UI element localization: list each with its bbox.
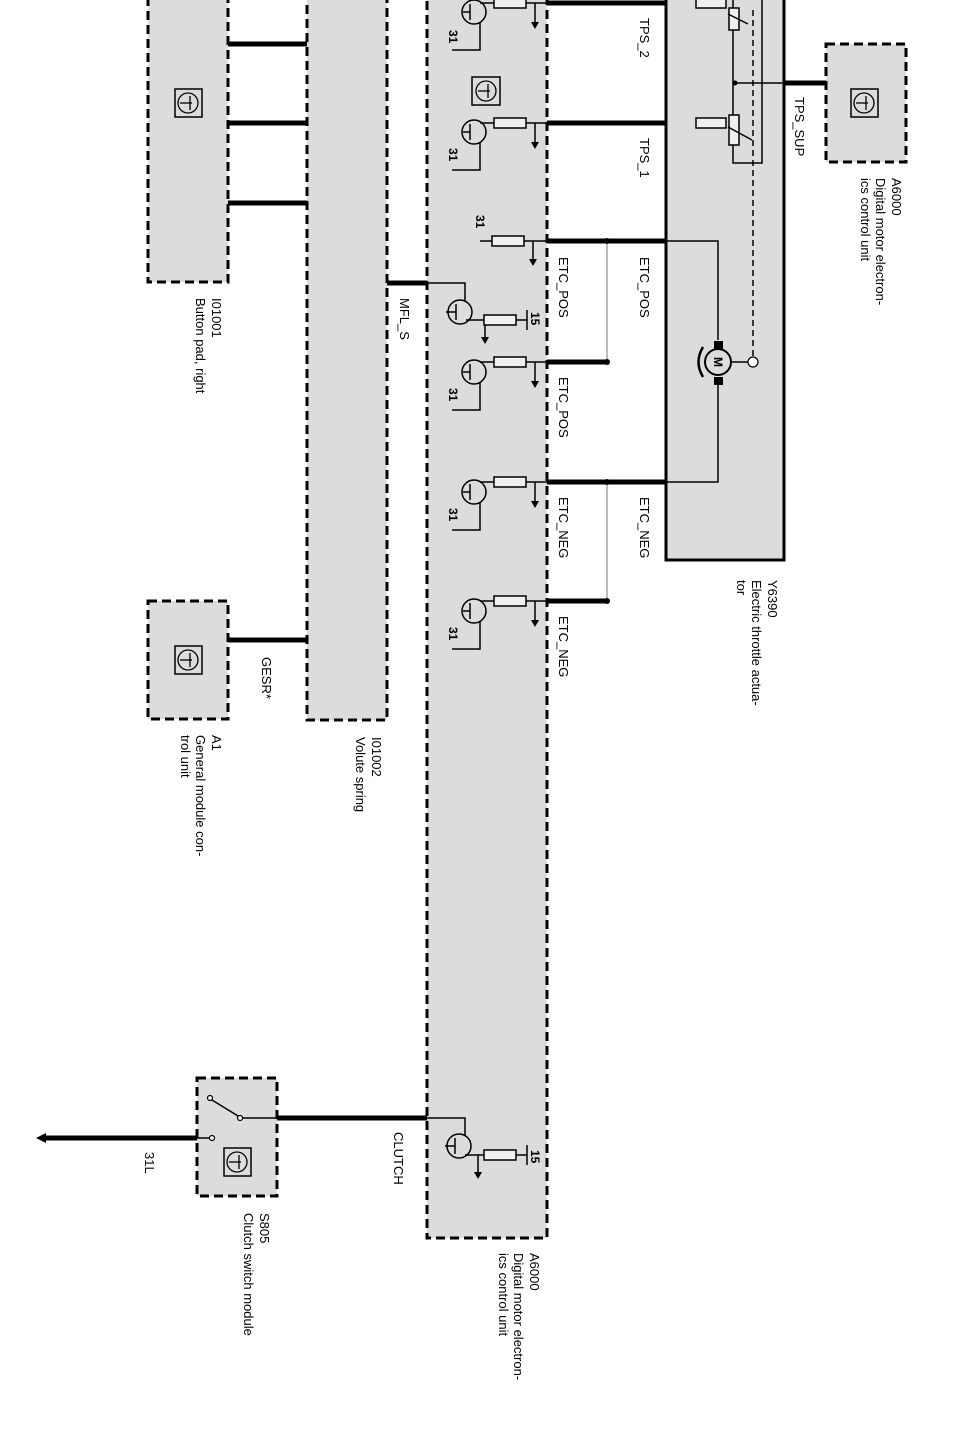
transistor-stage-tps2: 31: [446, 0, 547, 51]
motor-icon: M: [697, 341, 759, 385]
signal-mfl-s: MFL_S: [397, 298, 412, 340]
a6000-main-desc-2: ics control unit: [496, 1253, 511, 1336]
pin-31: 31: [446, 30, 460, 44]
i01001-desc: Button pad, right: [193, 298, 208, 394]
transistor-stage-clutch: 15: [427, 1117, 542, 1179]
control-unit-icon: [471, 76, 501, 106]
transistor-stage-mfl-s: 15: [427, 282, 542, 344]
a1-code: A1: [209, 735, 224, 751]
y6390-desc: Electric throttle actua-: [749, 580, 764, 706]
signal-ground-31l: 31L: [142, 1152, 157, 1174]
component-a6000-top[interactable]: [824, 42, 908, 164]
transistor-stage-tps1: 31: [446, 117, 547, 171]
s805-code: S805: [257, 1213, 272, 1243]
transistor-stages: 31 31 31 15: [427, 0, 547, 1179]
pin-15: 15: [528, 312, 542, 326]
resistor-stage-etc-pos: 31: [473, 215, 547, 266]
transistor-stage-etc-pos: 31: [446, 356, 547, 411]
component-a6000-main[interactable]: [425, 0, 549, 1240]
control-unit-icon: [174, 645, 203, 675]
a6000-top-desc: Digital motor electron-: [873, 178, 888, 305]
component-a1[interactable]: [146, 599, 230, 721]
pin-15: 15: [528, 1150, 542, 1164]
a1-desc: General module con-: [193, 735, 208, 856]
ground-terminal-icon: [36, 1133, 46, 1143]
signal-etc-pos-inner-1: ETC_POS: [556, 257, 571, 318]
signal-clutch: CLUTCH: [391, 1132, 406, 1185]
a6000-main-desc: Digital motor electron-: [511, 1253, 526, 1380]
signal-tps1: TPS_1: [637, 138, 652, 178]
a6000-top-desc-2: ics control unit: [858, 178, 873, 261]
signal-etc-neg-outer: ETC_NEG: [637, 497, 652, 558]
signal-tps-sup: TPS_SUP: [792, 97, 807, 156]
transistor-stage-etc-neg-1: 31: [446, 476, 547, 531]
pin-31: 31: [446, 388, 460, 402]
signal-gesr: GESR*: [259, 657, 274, 699]
signal-tps2: TPS_2: [637, 18, 652, 58]
control-unit-icon: [174, 88, 203, 118]
wires-i01001-i01002: [228, 41, 427, 286]
control-unit-icon: [850, 88, 879, 118]
signal-etc-pos-inner-2: ETC_POS: [556, 377, 571, 438]
y6390-code: Y6390: [765, 580, 780, 618]
pin-31: 31: [446, 627, 460, 641]
transistor-stage-etc-neg-2: 31: [446, 595, 547, 650]
svg-text:M: M: [711, 357, 725, 367]
component-s805[interactable]: [195, 1076, 279, 1198]
y6390-desc-2: tor: [734, 580, 749, 596]
pin-31: 31: [446, 148, 460, 162]
i01002-desc: Volute spring: [353, 737, 368, 812]
i01001-code: I01001: [209, 298, 224, 338]
a1-desc-2: trol unit: [178, 735, 193, 778]
a6000-main-code: A6000: [527, 1253, 542, 1291]
pin-31: 31: [473, 215, 487, 229]
wires-a6000-y6390: [547, 0, 666, 604]
signal-etc-neg-inner-2: ETC_NEG: [556, 616, 571, 677]
component-y6390[interactable]: M: [664, 0, 786, 562]
component-i01001[interactable]: [146, 0, 230, 284]
i01002-code: I01002: [369, 737, 384, 777]
pin-31: 31: [446, 508, 460, 522]
component-i01002[interactable]: [305, 0, 389, 722]
s805-desc: Clutch switch module: [241, 1213, 256, 1336]
control-unit-icon: [223, 1147, 252, 1177]
switch-icon: [197, 1094, 277, 1142]
signal-etc-pos-outer: ETC_POS: [637, 257, 652, 318]
signal-etc-neg-inner-1: ETC_NEG: [556, 497, 571, 558]
a6000-top-code: A6000: [889, 178, 904, 216]
